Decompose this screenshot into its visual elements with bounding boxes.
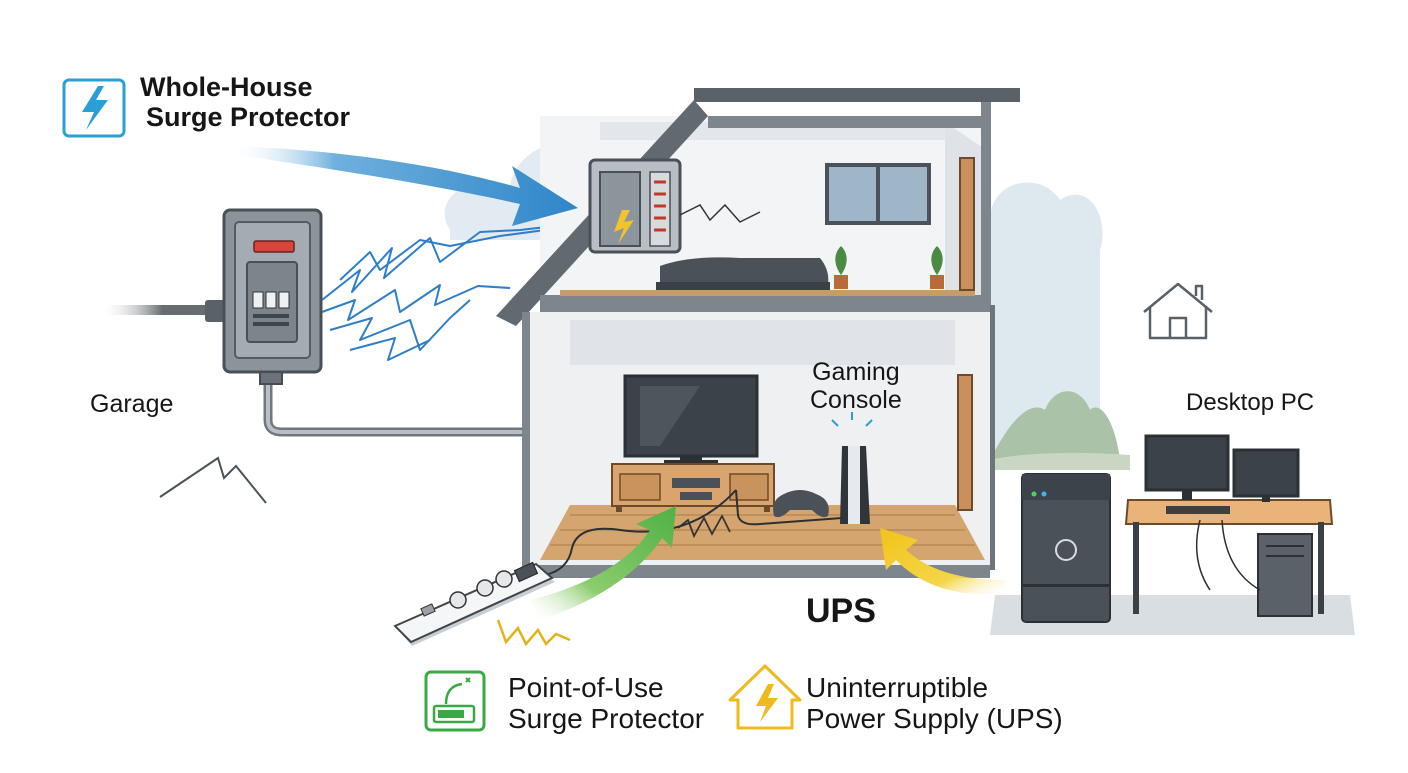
utility-meter-box	[222, 208, 323, 385]
whole-house-label-line2: Surge Protector	[146, 102, 351, 133]
whole-house-label-line1: Whole-House	[140, 72, 313, 102]
ups-arrow	[880, 528, 1010, 595]
whole-house-arrow	[230, 146, 578, 226]
point-of-use-label-line2: Surge Protector	[508, 703, 705, 735]
house-outline-icon	[1143, 282, 1213, 340]
conduit-to-house	[263, 380, 525, 437]
lightning-bolt-icon	[62, 78, 126, 138]
garage-roof-sketch	[159, 456, 267, 504]
incoming-power-line	[100, 300, 227, 322]
gaming-console-label-line2: Console	[810, 386, 902, 414]
ups-full-label-line1: Uninterruptible	[806, 672, 989, 703]
desktop-pc-setup	[1021, 434, 1334, 623]
surge-lightning	[321, 221, 591, 361]
strip-surge-spark	[496, 619, 571, 647]
whole-house-panel	[588, 158, 761, 254]
ups-full-label: Uninterruptible Power Supply (UPS)	[806, 672, 1063, 735]
point-of-use-arrow	[530, 506, 676, 620]
tv-and-stand	[611, 374, 775, 512]
ups-label: UPS	[806, 592, 876, 630]
garage-label: Garage	[90, 390, 174, 418]
surge-strip-icon	[424, 670, 486, 732]
gaming-console-label: Gaming Console	[810, 358, 902, 414]
floor-surge-spark	[677, 514, 731, 539]
ups-full-label-line2: Power Supply (UPS)	[806, 703, 1063, 735]
power-strip	[393, 561, 555, 646]
point-of-use-label-line1: Point-of-Use	[508, 672, 664, 703]
console-cable	[544, 489, 843, 576]
house-lightning-icon	[728, 664, 802, 730]
point-of-use-label: Point-of-Use Surge Protector	[508, 672, 704, 735]
whole-house-label: Whole-House Surge Protector	[140, 72, 350, 132]
desktop-pc-label: Desktop PC	[1186, 389, 1315, 416]
gaming-console	[773, 412, 873, 524]
gaming-console-label-line1: Gaming	[812, 358, 900, 386]
